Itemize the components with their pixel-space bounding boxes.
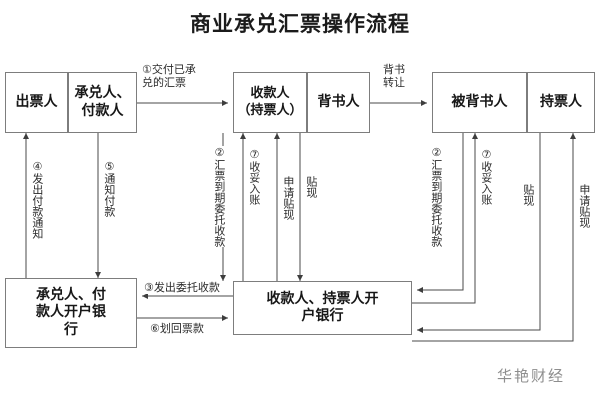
box-payee-holder-bank-label: 收款人、持票人开 户银行 bbox=[266, 290, 379, 325]
box-endorser-label: 背书人 bbox=[317, 93, 360, 110]
page-title: 商业承兑汇票操作流程 bbox=[190, 12, 410, 36]
label-notify-payment: ⑤通知付款 bbox=[102, 160, 116, 217]
box-holder-label: 持票人 bbox=[540, 93, 582, 110]
box-endorsee-label: 被背书人 bbox=[451, 93, 508, 110]
label-bill-due-entrust-collection-right: ②汇票到期委托收款 bbox=[429, 146, 443, 247]
box-endorser[interactable]: 背书人 bbox=[307, 72, 370, 133]
label-endorsement-transfer: 背书 转让 bbox=[383, 63, 405, 90]
label-transfer-back-funds: ⑥划回票款 bbox=[150, 322, 204, 336]
label-send-payment-notice: ④发出付款通知 bbox=[30, 160, 44, 239]
box-acceptor-payer[interactable]: 承兑人、 付款人 bbox=[68, 72, 137, 133]
box-acceptor-payer-label: 承兑人、 付款人 bbox=[74, 85, 131, 119]
label-received-credited-right: ⑦收妥入账 bbox=[479, 148, 493, 205]
box-acceptor-payer-bank[interactable]: 承兑人、付 款人开户银 行 bbox=[5, 278, 137, 348]
watermark: 华艳财经 bbox=[497, 367, 566, 385]
label-issue-collection-entrust: ③发出委托收款 bbox=[144, 281, 220, 295]
label-received-credited-left: ⑦收妥入账 bbox=[247, 148, 261, 205]
box-acceptor-payer-bank-label: 承兑人、付 款人开户银 行 bbox=[36, 286, 106, 338]
box-endorsee[interactable]: 被背书人 bbox=[432, 72, 527, 133]
label-deliver-accepted-bill: ①交付已承 兑的汇票 bbox=[142, 63, 196, 90]
label-discount-right: 贴现 bbox=[521, 184, 535, 206]
box-drawer-label: 出票人 bbox=[15, 93, 58, 110]
label-apply-discount-right: 申请贴现 bbox=[577, 184, 591, 228]
label-discount-left: 贴现 bbox=[304, 176, 318, 198]
label-apply-discount-left: 申请贴现 bbox=[281, 176, 295, 220]
box-drawer[interactable]: 出票人 bbox=[5, 72, 68, 133]
box-payee-holder[interactable]: 收款人 （持票人） bbox=[233, 72, 307, 133]
label-bill-due-entrust-collection-left: ②汇票到期委托收款 bbox=[212, 146, 226, 247]
box-payee-holder-bank[interactable]: 收款人、持票人开 户银行 bbox=[233, 281, 412, 335]
box-payee-holder-label: 收款人 （持票人） bbox=[237, 86, 303, 118]
box-holder[interactable]: 持票人 bbox=[527, 72, 595, 133]
